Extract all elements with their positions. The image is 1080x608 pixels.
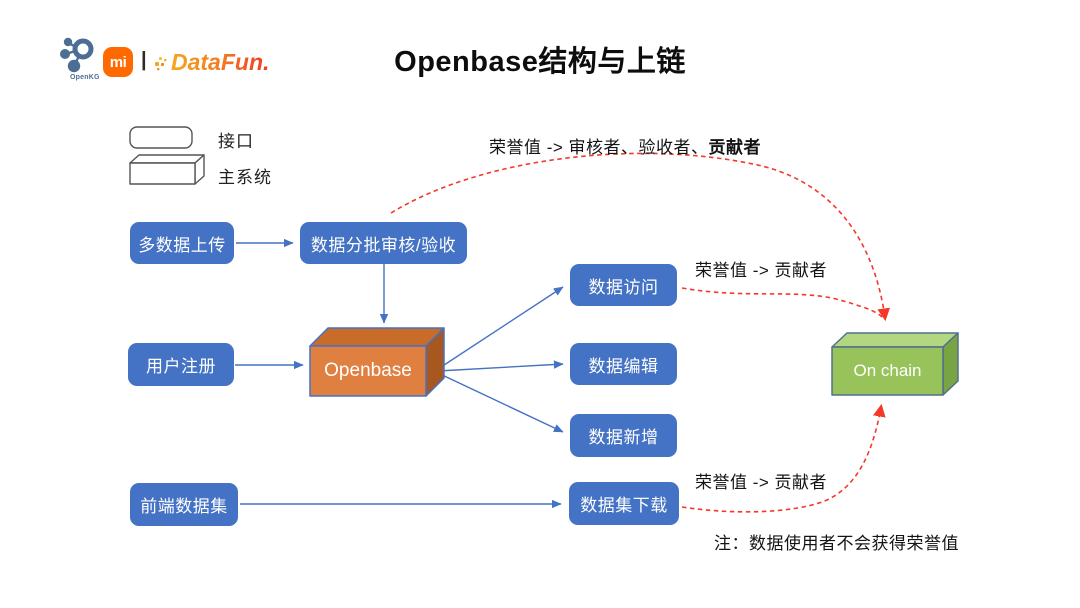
xiaomi-logo-text: mi [109,53,127,71]
arrow-openbase-to-add [437,372,564,433]
honor-annotation-top-prefix: 荣誉值 -> 审核者、验收者、 [489,138,709,157]
node-data-access: 数据访问 [570,264,677,306]
dashed-arrow-review-to-onchain [390,152,891,322]
onchain-cuboid [831,332,959,396]
openbase-cuboid [309,327,445,397]
legend-interface-label: 接口 [218,132,254,151]
openbase-label: Openbase [324,360,412,381]
legend-main-system-label: 主系统 [218,168,272,187]
note-text: 注：数据使用者不会获得荣誉值 [714,534,959,553]
node-data-add: 数据新增 [570,414,677,457]
node-data-edit: 数据编辑 [570,343,677,385]
logo-separator: | [141,49,147,71]
datafun-dots-icon [155,56,167,70]
onchain-label: On chain [853,361,922,380]
node-batch-review: 数据分批审核/验收 [300,222,467,264]
openkg-logo-icon [60,37,94,73]
honor-annotation-bottom: 荣誉值 -> 贡献者 [695,473,828,492]
arrow-openbase-to-access [437,286,564,370]
node-multi-data-upload: 多数据上传 [130,222,234,264]
arrow-openbase-to-edit [437,360,564,372]
legend-interface-shape [129,126,193,149]
dashed-arrow-access-to-onchain [681,287,883,318]
node-frontend-dataset: 前端数据集 [130,483,238,526]
page-title: Openbase结构与上链 [394,46,686,78]
honor-annotation-middle: 荣誉值 -> 贡献者 [695,261,828,280]
honor-annotation-top: 荣誉值 -> 审核者、验收者、贡献者 [489,133,761,158]
datafun-logo: DataFun. [154,49,269,76]
node-dataset-download: 数据集下载 [569,482,679,525]
datafun-logo-text: DataFun. [171,49,270,75]
dashed-arrow-download-to-onchain [681,403,886,513]
node-user-register: 用户注册 [128,343,234,386]
openkg-logo-text: OpenKG [70,74,100,81]
legend-main-system-shape [129,154,205,185]
honor-annotation-top-bold: 贡献者 [708,138,762,157]
xiaomi-logo: mi [103,47,133,77]
